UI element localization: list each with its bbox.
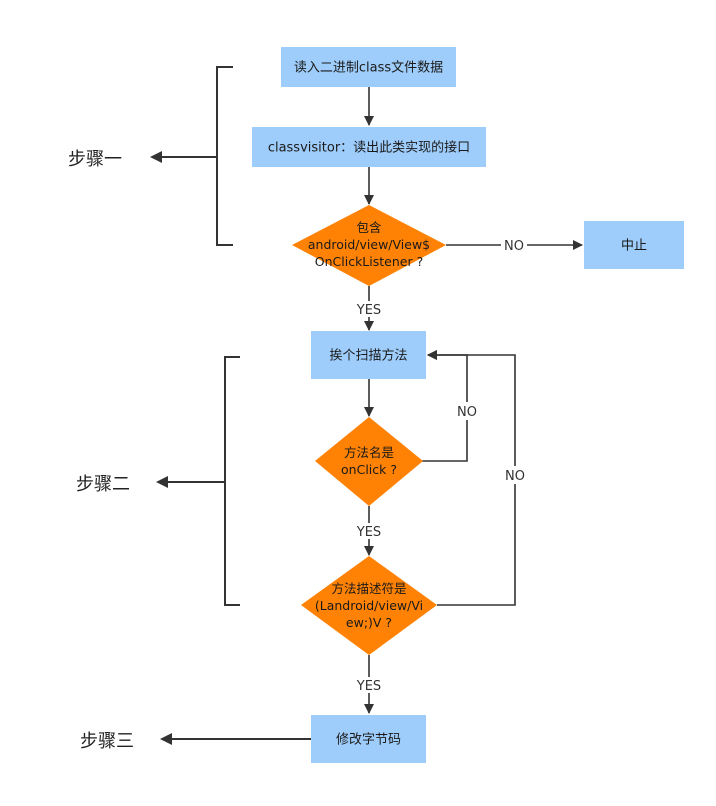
decision-contains-interface (292, 205, 446, 286)
box-abort (584, 221, 684, 269)
bracket-step-1 (152, 66, 233, 246)
step-2-label: 步骤二 (76, 474, 130, 495)
box-read-class (281, 47, 456, 87)
bracket-step-3-arrowhead (160, 733, 172, 745)
edge-label-no-1-bg (501, 237, 527, 253)
edge-label-yes-2-bg (354, 523, 384, 539)
edge-label-yes-3: YES (356, 679, 381, 694)
decision-contains-interface-line-2: android/view/View$ (308, 237, 430, 252)
edge-descriptor-no-loop (427, 350, 516, 606)
edge-label-yes-2: YES (356, 525, 381, 540)
decision-contains-interface-line-1: 包含 (356, 220, 382, 235)
edge-label-no-3-bg (502, 466, 528, 484)
edge-label-yes-1-bg (354, 301, 384, 317)
decision-method-descriptor-line-2: (Landroid/view/Vi (315, 598, 423, 613)
decision-contains-interface-line-3: OnClickListener ? (315, 254, 423, 269)
bracket-step-2-arrowhead (156, 476, 168, 488)
box-modify-bytecode (311, 715, 426, 763)
edge-label-no-1: NO (504, 239, 524, 254)
box-scan-methods (311, 331, 426, 379)
box-class-visitor (252, 127, 486, 167)
decision-method-name-line-2: onClick ? (341, 462, 397, 477)
decision-method-descriptor-line-1: 方法描述符是 (331, 581, 407, 596)
box-abort-label: 中止 (621, 239, 647, 254)
bracket-step-2 (158, 356, 240, 606)
step-3-label: 步骤三 (80, 731, 134, 752)
decision-method-descriptor-line-3: ew;)V ? (346, 615, 392, 630)
edge-label-yes-3-bg (354, 677, 384, 693)
edge-label-no-3: NO (505, 469, 525, 484)
step-1-label: 步骤一 (68, 149, 122, 170)
edge-label-no-2: NO (457, 405, 477, 420)
box-class-visitor-label: classvisitor：读出此类实现的接口 (268, 140, 470, 156)
bracket-step-1-arrowhead (150, 151, 162, 163)
box-read-class-label: 读入二进制class文件数据 (294, 61, 443, 76)
box-modify-bytecode-label: 修改字节码 (336, 733, 401, 748)
edge-label-yes-1: YES (356, 303, 381, 318)
decision-method-name (315, 417, 423, 506)
edge-label-no-2-bg (454, 402, 480, 420)
decision-method-descriptor (301, 556, 437, 655)
decision-method-name-line-1: 方法名是 (344, 445, 395, 460)
box-scan-methods-label: 挨个扫描方法 (329, 348, 407, 364)
